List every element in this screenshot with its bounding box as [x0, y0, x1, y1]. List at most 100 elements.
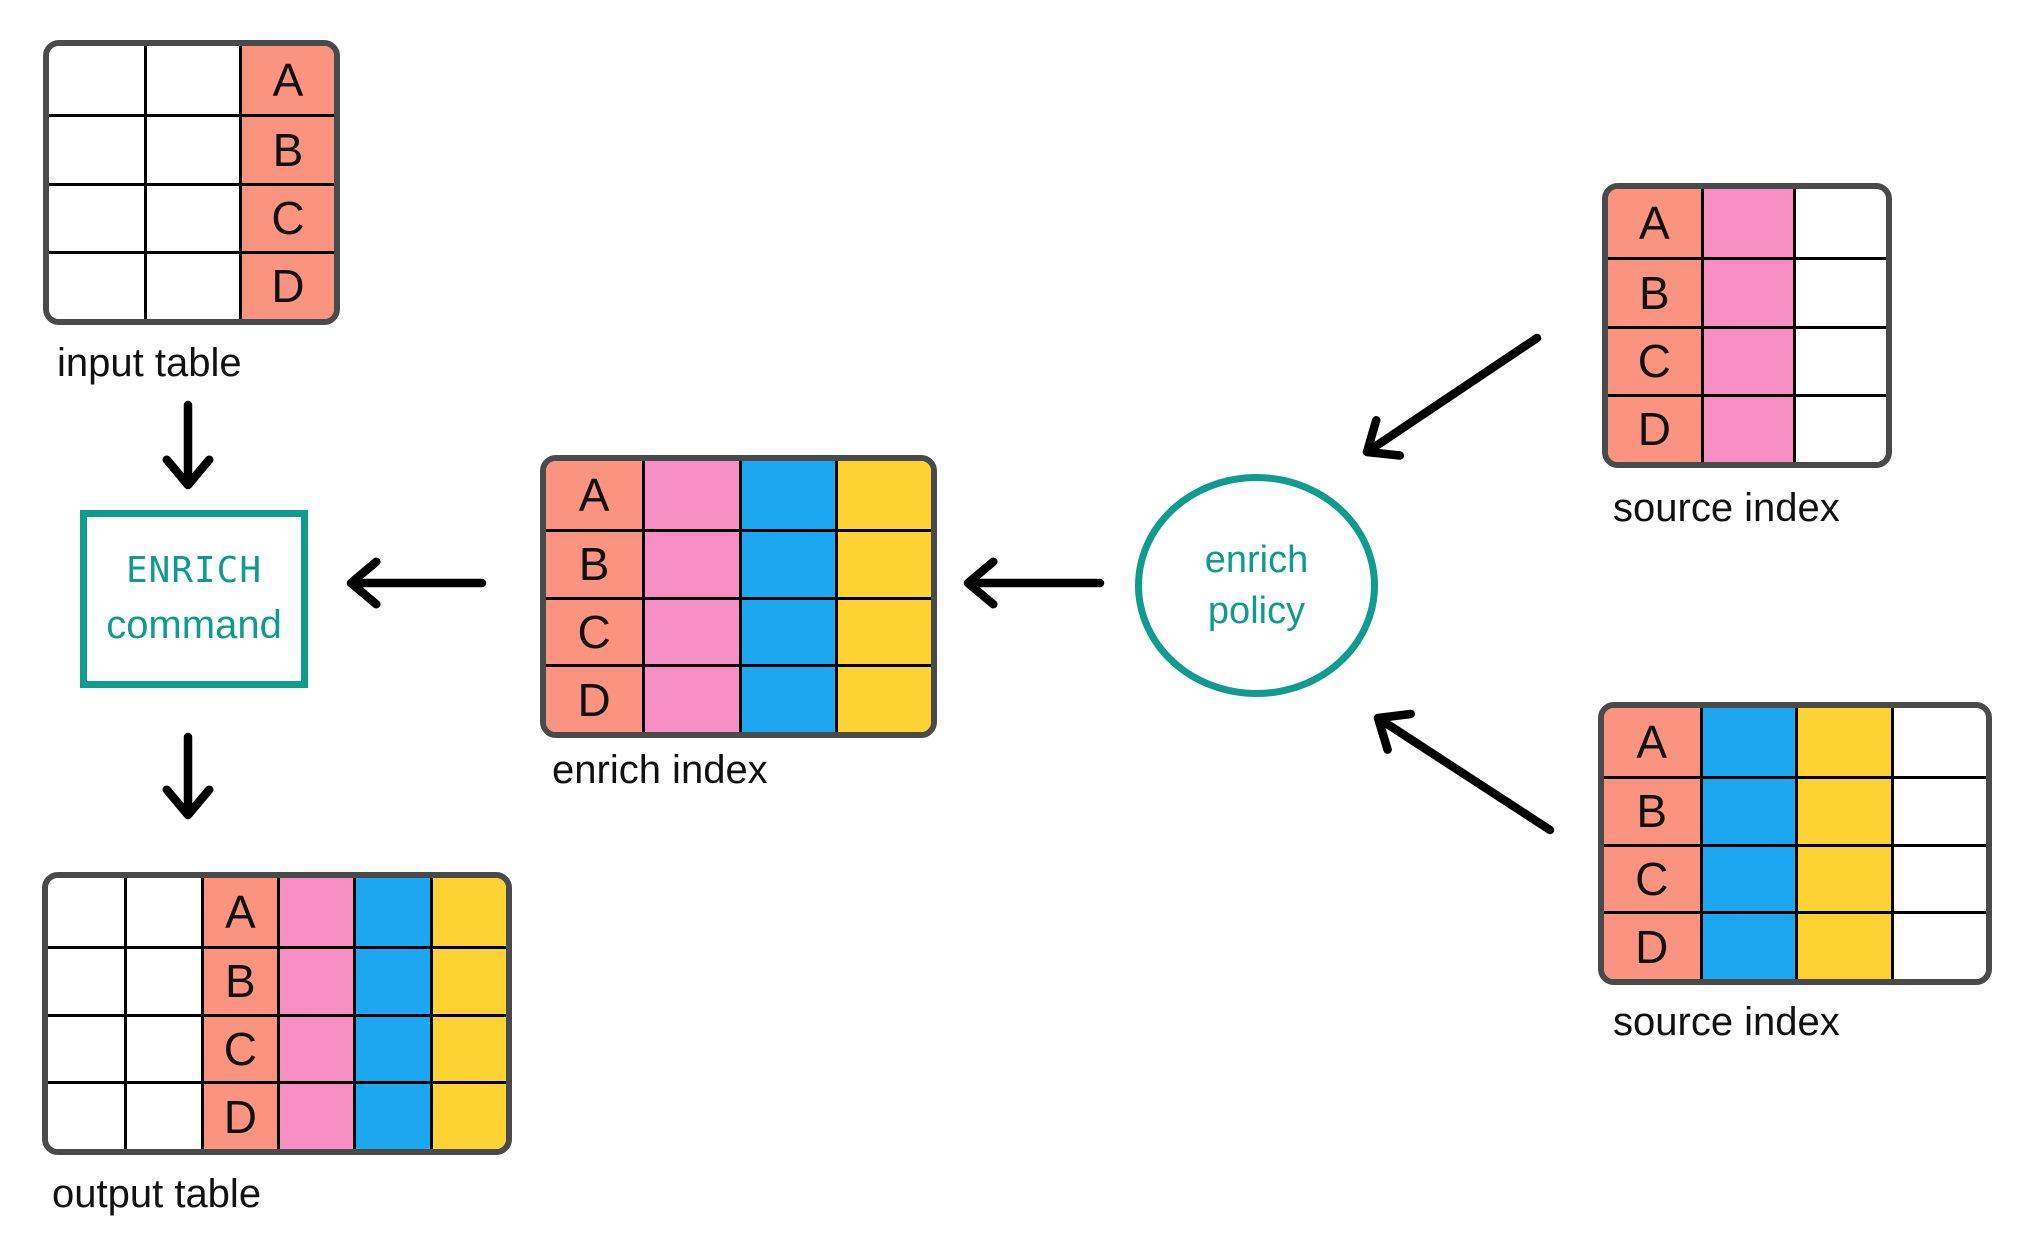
row-key-cell: D: [1608, 393, 1701, 462]
table-cell: [834, 596, 931, 665]
table-cell: [1795, 843, 1891, 912]
row-key-cell: A: [1604, 708, 1700, 776]
table-cell: [1699, 911, 1795, 979]
table-cell: [1699, 843, 1795, 912]
table-cell: [49, 46, 144, 115]
table-cell: [1795, 775, 1891, 844]
enrich-command-box: ENRICH command: [80, 510, 308, 688]
table-cell: [353, 945, 430, 1014]
row-key-cell: A: [200, 878, 277, 946]
row-key-cell: D: [546, 664, 643, 732]
table-cell: [1700, 189, 1794, 258]
table-cell: [353, 878, 430, 946]
table-cell: [124, 878, 201, 946]
row-key-cell: B: [200, 945, 277, 1014]
arrow-input-to-command-icon: [162, 400, 214, 490]
arrow-source-bottom-to-policy-icon: [1373, 709, 1555, 835]
table-cell: [124, 1013, 201, 1082]
table-cell: [353, 1013, 430, 1082]
row-key-cell: B: [546, 528, 643, 597]
row-key-cell: B: [1604, 775, 1700, 844]
table-cell: [834, 664, 931, 732]
row-key-cell: C: [1604, 843, 1700, 912]
input-table-label: input table: [57, 341, 242, 385]
table-cell: [429, 1081, 506, 1149]
row-key-cell: D: [239, 250, 334, 319]
table-cell: [1793, 325, 1886, 394]
table-cell: [1890, 775, 1986, 844]
arrow-command-to-output-icon: [162, 732, 214, 820]
table-cell: [738, 596, 835, 665]
table-cell: [642, 461, 739, 529]
enrich-index-label: enrich index: [552, 748, 768, 792]
table-cell: [429, 945, 506, 1014]
table-cell: [642, 664, 739, 732]
row-key-cell: C: [1608, 325, 1701, 394]
output-table-label: output table: [52, 1172, 262, 1216]
source-index-bottom-label: source index: [1613, 1000, 1840, 1044]
table-cell: [277, 878, 354, 946]
table-cell: [738, 664, 835, 732]
enrich-policy-word2: policy: [1207, 589, 1306, 632]
table-cell: [1699, 708, 1795, 776]
table-cell: [48, 1081, 125, 1149]
enrich-policy-word1: enrich: [1204, 539, 1309, 582]
table-cell: [144, 250, 239, 319]
row-key-cell: C: [200, 1013, 277, 1082]
table-cell: [738, 528, 835, 597]
row-key-cell: B: [239, 114, 334, 183]
table-cell: [1795, 708, 1891, 776]
arrow-source-top-to-policy-icon: [1362, 333, 1542, 460]
row-key-cell: C: [239, 182, 334, 251]
table-cell: [1700, 325, 1794, 394]
arrow-index-to-command-icon: [346, 557, 487, 609]
table-cell: [1793, 257, 1886, 326]
table-cell: [1793, 393, 1886, 462]
table-cell: [49, 250, 144, 319]
table-cell: [277, 1013, 354, 1082]
enrich-command-word: command: [106, 603, 282, 647]
table-cell: [48, 1013, 125, 1082]
table-cell: [738, 461, 835, 529]
table-cell: [1890, 708, 1986, 776]
table-cell: [124, 1081, 201, 1149]
table-cell: [1793, 189, 1886, 258]
table-cell: [144, 182, 239, 251]
table-cell: [277, 945, 354, 1014]
table-cell: [642, 528, 739, 597]
row-key-cell: A: [239, 46, 334, 115]
table-cell: [49, 114, 144, 183]
row-key-cell: C: [546, 596, 643, 665]
table-cell: [48, 878, 125, 946]
table-cell: [429, 1013, 506, 1082]
source-index-top-label: source index: [1613, 486, 1840, 530]
table-cell: [642, 596, 739, 665]
row-key-cell: D: [200, 1081, 277, 1149]
table-cell: [1890, 843, 1986, 912]
row-key-cell: D: [1604, 911, 1700, 979]
table-cell: [1699, 775, 1795, 844]
table-cell: [1700, 257, 1794, 326]
table-cell: [353, 1081, 430, 1149]
row-key-cell: A: [546, 461, 643, 529]
table-cell: [277, 1081, 354, 1149]
row-key-cell: B: [1608, 257, 1701, 326]
table-cell: [1795, 911, 1891, 979]
table-cell: [834, 461, 931, 529]
table-cell: [429, 878, 506, 946]
enrich-command-keyword: ENRICH: [125, 550, 263, 591]
table-cell: [1890, 911, 1986, 979]
table-cell: [144, 46, 239, 115]
table-cell: [1700, 393, 1794, 462]
table-cell: [834, 528, 931, 597]
row-key-cell: A: [1608, 189, 1701, 258]
arrow-policy-to-index-icon: [963, 557, 1105, 609]
table-cell: [124, 945, 201, 1014]
table-cell: [144, 114, 239, 183]
table-cell: [49, 182, 144, 251]
